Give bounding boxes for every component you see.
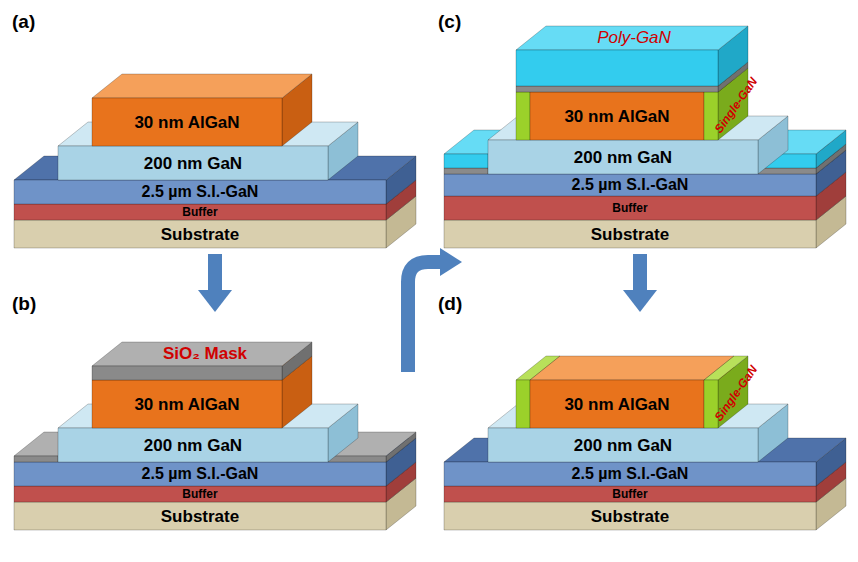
panel-label: (b) xyxy=(12,294,36,315)
single-gan-layer-front xyxy=(704,92,718,140)
buffer-layer-front xyxy=(14,486,386,502)
layer-face: 2.5 µm S.I.-GaN xyxy=(14,180,386,204)
buffer-layer-top xyxy=(14,462,416,486)
layer-face: 2.5 µm S.I.-GaN xyxy=(444,174,816,196)
layer-label: 2.5 µm S.I.-GaN xyxy=(572,466,689,482)
layer-label: Buffer xyxy=(182,206,217,218)
sio2-layer-front xyxy=(758,168,816,174)
poly-gan-label: Poly-GaN xyxy=(597,29,671,48)
layer-label: Buffer xyxy=(182,488,217,500)
panel-label: (d) xyxy=(438,294,462,315)
layer-label: 200 nm GaN xyxy=(144,155,242,172)
gan-layer-front xyxy=(488,140,758,174)
layer-face: 200 nm GaN xyxy=(488,140,758,174)
layer-label: Buffer xyxy=(612,488,647,500)
buffer-layer-front xyxy=(444,486,816,502)
poly-gan-layer-top xyxy=(516,26,748,50)
layer-label: 30 nm AlGaN xyxy=(134,396,239,413)
layer-label: 2.5 µm S.I.-GaN xyxy=(142,466,259,482)
layer-face: 200 nm GaN xyxy=(488,428,758,462)
gan-layer-front xyxy=(58,146,328,180)
step-arrow-head xyxy=(623,290,657,312)
sio2-layer-front xyxy=(14,456,58,462)
layer-face: Buffer xyxy=(14,486,386,502)
layer-face: 200 nm GaN xyxy=(58,428,328,462)
buffer-layer-front xyxy=(444,196,816,220)
layer-face: Buffer xyxy=(14,204,386,220)
algan-layer-front xyxy=(92,98,282,146)
substrate-layer-top xyxy=(444,196,846,220)
layer-label: 30 nm AlGaN xyxy=(564,108,669,125)
mask-label: SiO₂ Mask xyxy=(163,345,247,364)
layer-face: Buffer xyxy=(444,196,816,220)
layer-face: 30 nm AlGaN xyxy=(530,92,704,140)
layer-label: 2.5 µm S.I.-GaN xyxy=(142,184,259,200)
sio2-layer-front xyxy=(516,86,718,92)
substrate-layer-front xyxy=(14,502,386,530)
layer-label: Substrate xyxy=(161,508,239,525)
layer-label: Substrate xyxy=(591,226,669,243)
algan-layer-front xyxy=(530,380,704,428)
layer-label: 30 nm AlGaN xyxy=(134,114,239,131)
single-gan-layer-front xyxy=(516,92,530,140)
layer-label: 200 nm GaN xyxy=(144,437,242,454)
layer-face: Substrate xyxy=(14,220,386,248)
step-arrow-head xyxy=(440,248,462,276)
layer-label: 200 nm GaN xyxy=(574,149,672,166)
sio2-layer-front xyxy=(92,366,282,380)
single-gan-layer-front xyxy=(516,380,530,428)
single-gan-layer-front xyxy=(704,380,718,428)
poly-gan-layer-front xyxy=(516,50,718,86)
sio2-layer-front xyxy=(444,168,488,174)
gan-layer-front xyxy=(488,428,758,462)
substrate-layer-front xyxy=(444,502,816,530)
gan-layer-front xyxy=(58,428,328,462)
poly-gan-layer-front xyxy=(444,154,488,168)
layer-label: 30 nm AlGaN xyxy=(564,396,669,413)
panel-label: (c) xyxy=(438,12,461,33)
step-arrow-head xyxy=(198,290,232,312)
buffer-layer-top xyxy=(444,172,846,196)
si-gan-layer-front xyxy=(444,174,816,196)
sio2-layer-front xyxy=(328,456,386,462)
layer-label: Buffer xyxy=(612,202,647,214)
layer-label: Substrate xyxy=(591,508,669,525)
algan-layer-front xyxy=(530,92,704,140)
si-gan-layer-front xyxy=(14,462,386,486)
algan-layer-front xyxy=(92,380,282,428)
layer-face: Buffer xyxy=(444,486,816,502)
layer-face: 30 nm AlGaN xyxy=(92,380,282,428)
algan-layer-top xyxy=(92,74,312,98)
sio2-layer-top xyxy=(92,342,312,366)
layer-face: Substrate xyxy=(444,502,816,530)
algan-layer-top xyxy=(530,356,734,380)
buffer-layer-top xyxy=(14,180,416,204)
si-gan-layer-front xyxy=(14,180,386,204)
layer-face: Substrate xyxy=(444,220,816,248)
substrate-layer-front xyxy=(444,220,816,248)
panel-label: (a) xyxy=(12,12,35,33)
step-arrow-shaft xyxy=(208,254,222,290)
layer-label: 200 nm GaN xyxy=(574,437,672,454)
curved-step-arrow xyxy=(408,262,441,372)
layer-face: 200 nm GaN xyxy=(58,146,328,180)
layer-face: Substrate xyxy=(14,502,386,530)
layer-face: 2.5 µm S.I.-GaN xyxy=(14,462,386,486)
si-gan-layer-front xyxy=(444,462,816,486)
layer-face: 2.5 µm S.I.-GaN xyxy=(444,462,816,486)
layer-label: Substrate xyxy=(161,226,239,243)
step-arrow-shaft xyxy=(633,254,647,290)
substrate-layer-front xyxy=(14,220,386,248)
layer-face: 30 nm AlGaN xyxy=(92,98,282,146)
buffer-layer-top xyxy=(444,462,846,486)
buffer-layer-front xyxy=(14,204,386,220)
layer-face: 30 nm AlGaN xyxy=(530,380,704,428)
layer-label: 2.5 µm S.I.-GaN xyxy=(572,177,689,193)
